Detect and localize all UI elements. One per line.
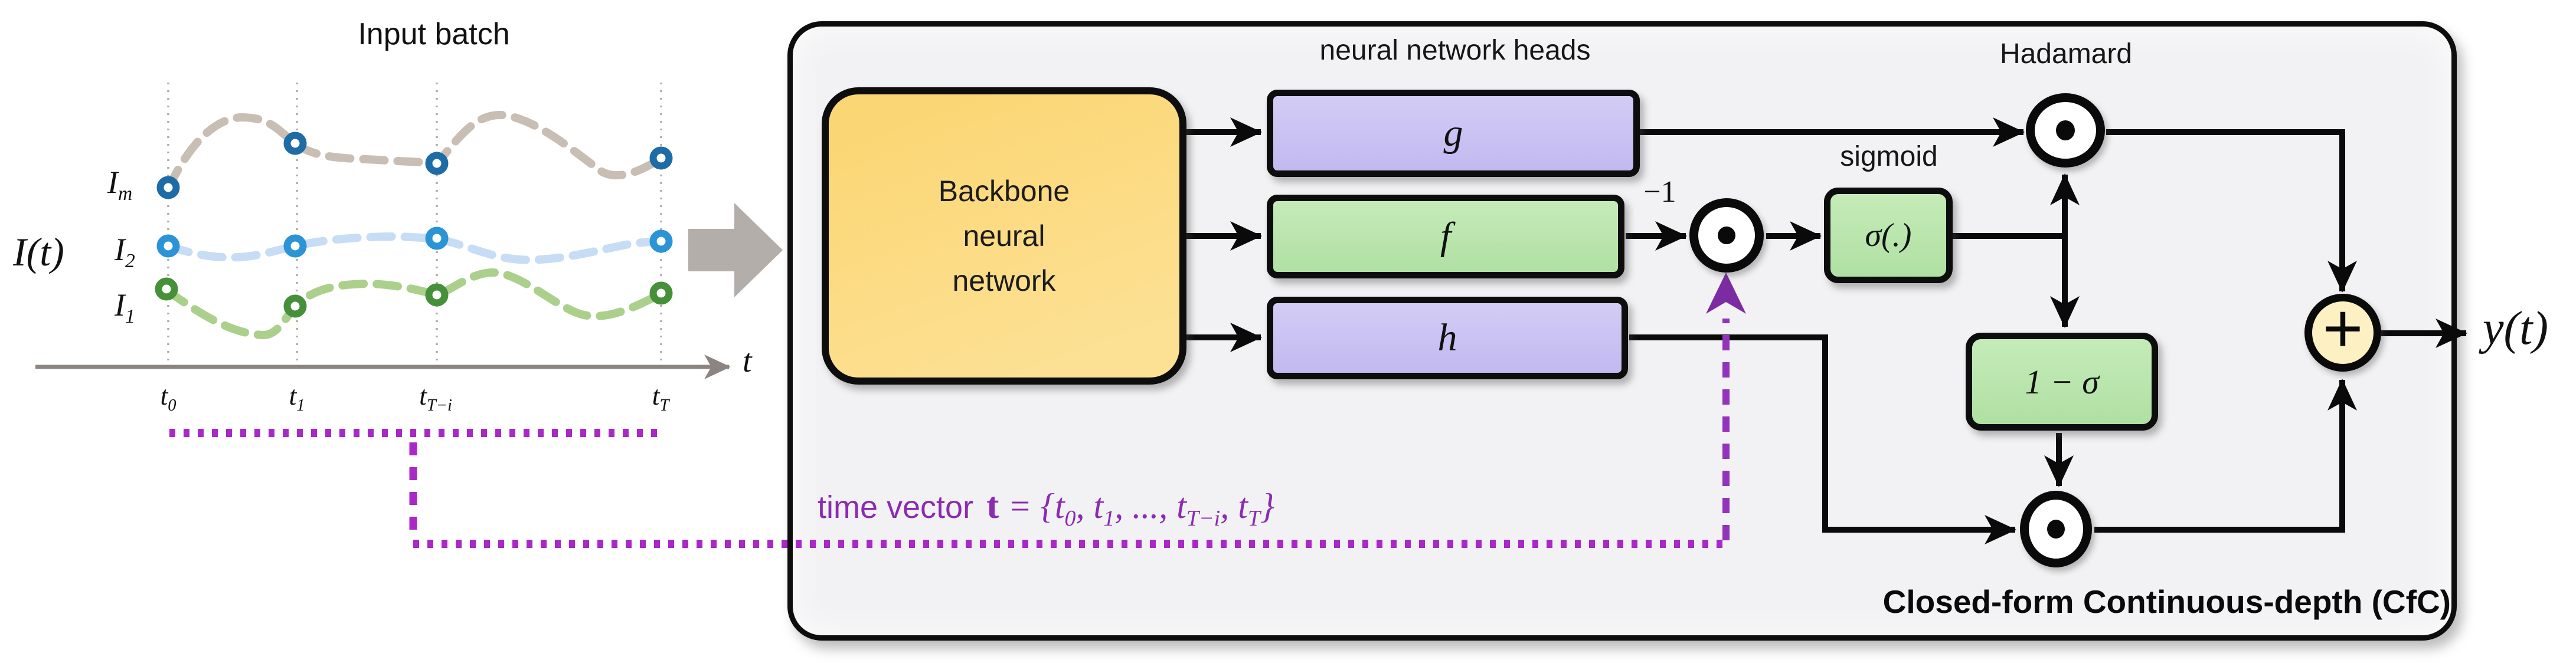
time-vector-term: t1, ..., bbox=[1094, 486, 1177, 531]
tick-label-tTi: tT−i bbox=[394, 380, 477, 415]
head-box-f: f bbox=[1267, 195, 1624, 278]
term-after: , bbox=[1075, 487, 1094, 526]
series-label-sub: m bbox=[117, 182, 133, 205]
time-vector-term: t0, bbox=[1055, 486, 1094, 531]
series-label-base: I bbox=[115, 287, 125, 323]
data-point-marker bbox=[155, 277, 178, 301]
series-curve-i2 bbox=[164, 232, 665, 264]
hadamard-caption: Hadamard bbox=[1999, 38, 2133, 70]
series-curve-im bbox=[164, 110, 665, 193]
input-batch-title: Input batch bbox=[358, 17, 510, 51]
hadamard-operator-bottom-icon bbox=[2020, 491, 2092, 567]
tick-label-t1: t1 bbox=[270, 380, 323, 415]
term-sub: T bbox=[1247, 506, 1261, 531]
tick-sub: 0 bbox=[168, 396, 176, 415]
tick-base: t bbox=[652, 380, 660, 411]
series-label-sub: 1 bbox=[125, 305, 135, 327]
tick-base: t bbox=[419, 380, 427, 411]
tick-base: t bbox=[160, 380, 168, 411]
block-arrow-icon bbox=[688, 203, 783, 297]
backbone-line: network bbox=[952, 264, 1056, 297]
cfc-title: Closed-form Continuous-depth (CfC) bbox=[1882, 583, 2451, 620]
arrow-hadamard-to-plus-top bbox=[2106, 129, 2357, 293]
tick-sub: T−i bbox=[426, 396, 452, 415]
data-point-marker bbox=[425, 152, 449, 175]
series-label-sub: 2 bbox=[125, 250, 135, 272]
tick-sub: T bbox=[659, 396, 669, 415]
time-vector-symbol: t bbox=[986, 484, 999, 526]
head-box-h: h bbox=[1267, 297, 1628, 379]
one-minus-sigma-label: 1 − σ bbox=[2025, 362, 2099, 401]
operator-dot bbox=[1718, 227, 1735, 244]
plus-operator-icon: + bbox=[2304, 290, 2381, 372]
term-base: t bbox=[1176, 487, 1186, 526]
hadamard-operator-top-icon bbox=[2026, 93, 2105, 168]
time-vector-caption: time vector bbox=[818, 490, 974, 525]
head-label-h: h bbox=[1437, 316, 1457, 359]
one-minus-sigma-box: 1 − σ bbox=[1966, 333, 2158, 431]
series-label-i2: I2 bbox=[115, 231, 135, 273]
multiply-operator-icon bbox=[1689, 198, 1764, 273]
time-vector-term: tT} bbox=[1238, 486, 1274, 531]
head-label-f: f bbox=[1440, 215, 1452, 258]
plot-gridlines bbox=[167, 83, 662, 369]
data-point-marker bbox=[425, 227, 449, 250]
time-vector-term: tT−i, bbox=[1176, 486, 1238, 531]
output-label: y(t) bbox=[2483, 303, 2549, 355]
sigmoid-caption: sigmoid bbox=[1840, 141, 1938, 172]
tick-label-tT: tT bbox=[634, 380, 687, 415]
term-base: t bbox=[1093, 487, 1104, 526]
y-axis-label: I(t) bbox=[13, 229, 64, 274]
backbone-line: Backbone bbox=[938, 175, 1070, 208]
term-sub: T−i bbox=[1186, 506, 1221, 531]
data-point-marker bbox=[425, 283, 449, 307]
data-point-marker bbox=[156, 234, 180, 258]
data-point-marker bbox=[283, 132, 307, 155]
data-point-marker bbox=[283, 294, 307, 318]
data-point-marker bbox=[649, 229, 673, 253]
data-point-marker bbox=[156, 176, 180, 199]
plus-glyph: + bbox=[2322, 290, 2363, 367]
arrow-hadamard-to-plus-bottom bbox=[2094, 378, 2357, 533]
data-point-marker bbox=[649, 146, 673, 170]
time-axis-label: t bbox=[743, 343, 752, 379]
arrow-sigmoid-to-hadamard bbox=[1953, 173, 2080, 239]
data-point-marker bbox=[649, 281, 673, 305]
term-sub: 0 bbox=[1064, 506, 1076, 531]
data-point-marker bbox=[283, 234, 307, 258]
term-sub: 1 bbox=[1103, 506, 1115, 531]
term-after: , ..., bbox=[1114, 487, 1177, 526]
tick-base: t bbox=[289, 380, 297, 411]
series-curve-i1 bbox=[162, 268, 665, 339]
tick-label-t0: t0 bbox=[142, 380, 195, 415]
series-label-base: I bbox=[107, 165, 118, 200]
sigmoid-box-label: σ(.) bbox=[1865, 217, 1912, 254]
operator-dot bbox=[2047, 520, 2065, 539]
operator-dot bbox=[2056, 120, 2075, 140]
term-after: } bbox=[1260, 487, 1275, 526]
series-label-base: I bbox=[115, 232, 125, 267]
tick-sub: 1 bbox=[296, 396, 305, 415]
term-base: t bbox=[1238, 487, 1248, 526]
sigmoid-box: σ(.) bbox=[1824, 188, 1953, 283]
backbone-label: Backbone neural network bbox=[939, 169, 1070, 303]
time-vector-equals: = { bbox=[999, 487, 1055, 526]
head-label-g: g bbox=[1443, 111, 1463, 155]
series-label-i1: I1 bbox=[115, 287, 135, 328]
arrow-h-to-hadamard bbox=[1629, 334, 2017, 544]
head-box-g: g bbox=[1267, 90, 1640, 177]
exponent-label: −1 bbox=[1643, 175, 1676, 209]
term-base: t bbox=[1054, 487, 1065, 526]
backbone-line: neural bbox=[963, 219, 1045, 252]
time-vector-arrowhead-icon bbox=[1706, 273, 1746, 314]
term-after: , bbox=[1220, 487, 1238, 526]
series-label-im: Im bbox=[107, 164, 132, 205]
backbone-box: Backbone neural network bbox=[822, 87, 1186, 385]
heads-caption: neural network heads bbox=[1319, 35, 1591, 66]
